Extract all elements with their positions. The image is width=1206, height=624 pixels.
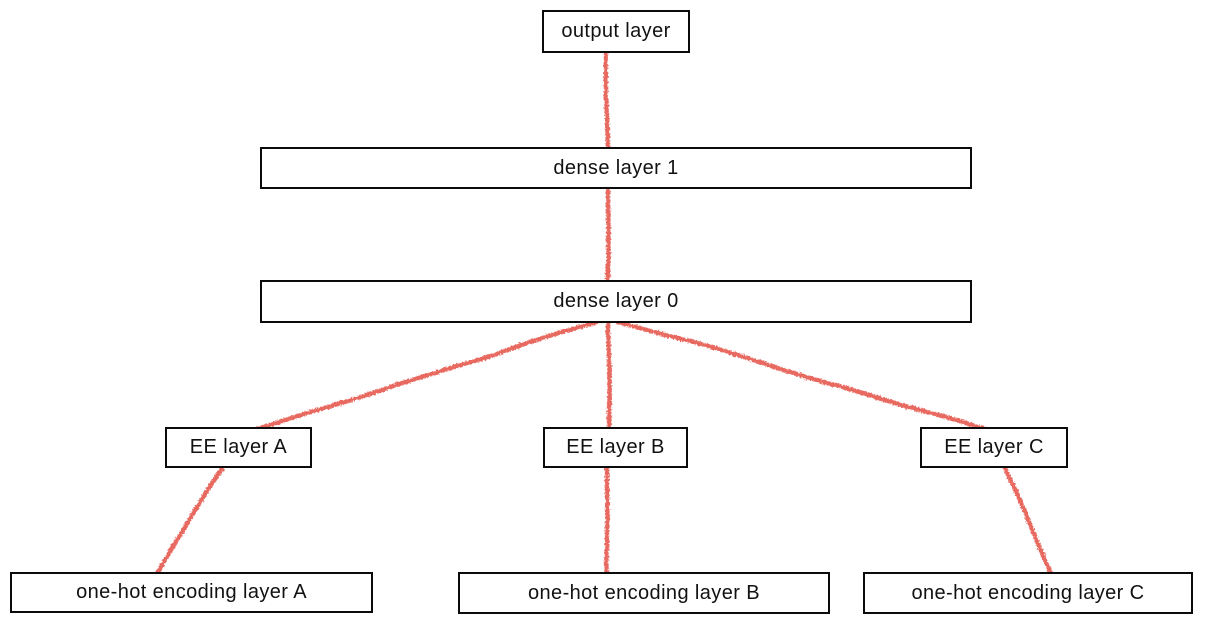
node-one-hot-encoding-layer-b: one-hot encoding layer B <box>458 572 830 614</box>
node-output-layer: output layer <box>542 10 690 53</box>
node-one-hot-encoding-layer-c-label: one-hot encoding layer C <box>911 581 1145 604</box>
node-one-hot-encoding-layer-b-label: one-hot encoding layer B <box>528 581 760 604</box>
node-one-hot-encoding-layer-c: one-hot encoding layer C <box>863 572 1193 614</box>
node-dense-layer-1-label: dense layer 1 <box>553 156 679 179</box>
node-ee-layer-c: EE layer C <box>920 427 1068 468</box>
node-dense-layer-0: dense layer 0 <box>260 280 972 323</box>
node-ee-layer-b: EE layer B <box>543 427 688 468</box>
edge-eeA-to-dense0 <box>248 315 611 434</box>
node-ee-layer-b-label: EE layer B <box>566 436 665 458</box>
node-dense-layer-0-label: dense layer 0 <box>553 290 679 312</box>
node-one-hot-encoding-layer-a-label: one-hot encoding layer A <box>76 581 307 603</box>
edge-eeC-to-dense0 <box>605 315 994 434</box>
edge-onehotC-to-eeC <box>1000 461 1056 579</box>
edge-onehotA-to-eeA <box>153 461 228 579</box>
edge-dense1-to-output <box>603 45 610 155</box>
node-dense-layer-1: dense layer 1 <box>260 147 972 189</box>
node-ee-layer-c-label: EE layer C <box>944 436 1044 458</box>
node-ee-layer-a-label: EE layer A <box>189 436 288 458</box>
node-ee-layer-a: EE layer A <box>165 427 312 468</box>
node-one-hot-encoding-layer-a: one-hot encoding layer A <box>10 572 373 613</box>
node-output-layer-label: output layer <box>561 20 671 42</box>
